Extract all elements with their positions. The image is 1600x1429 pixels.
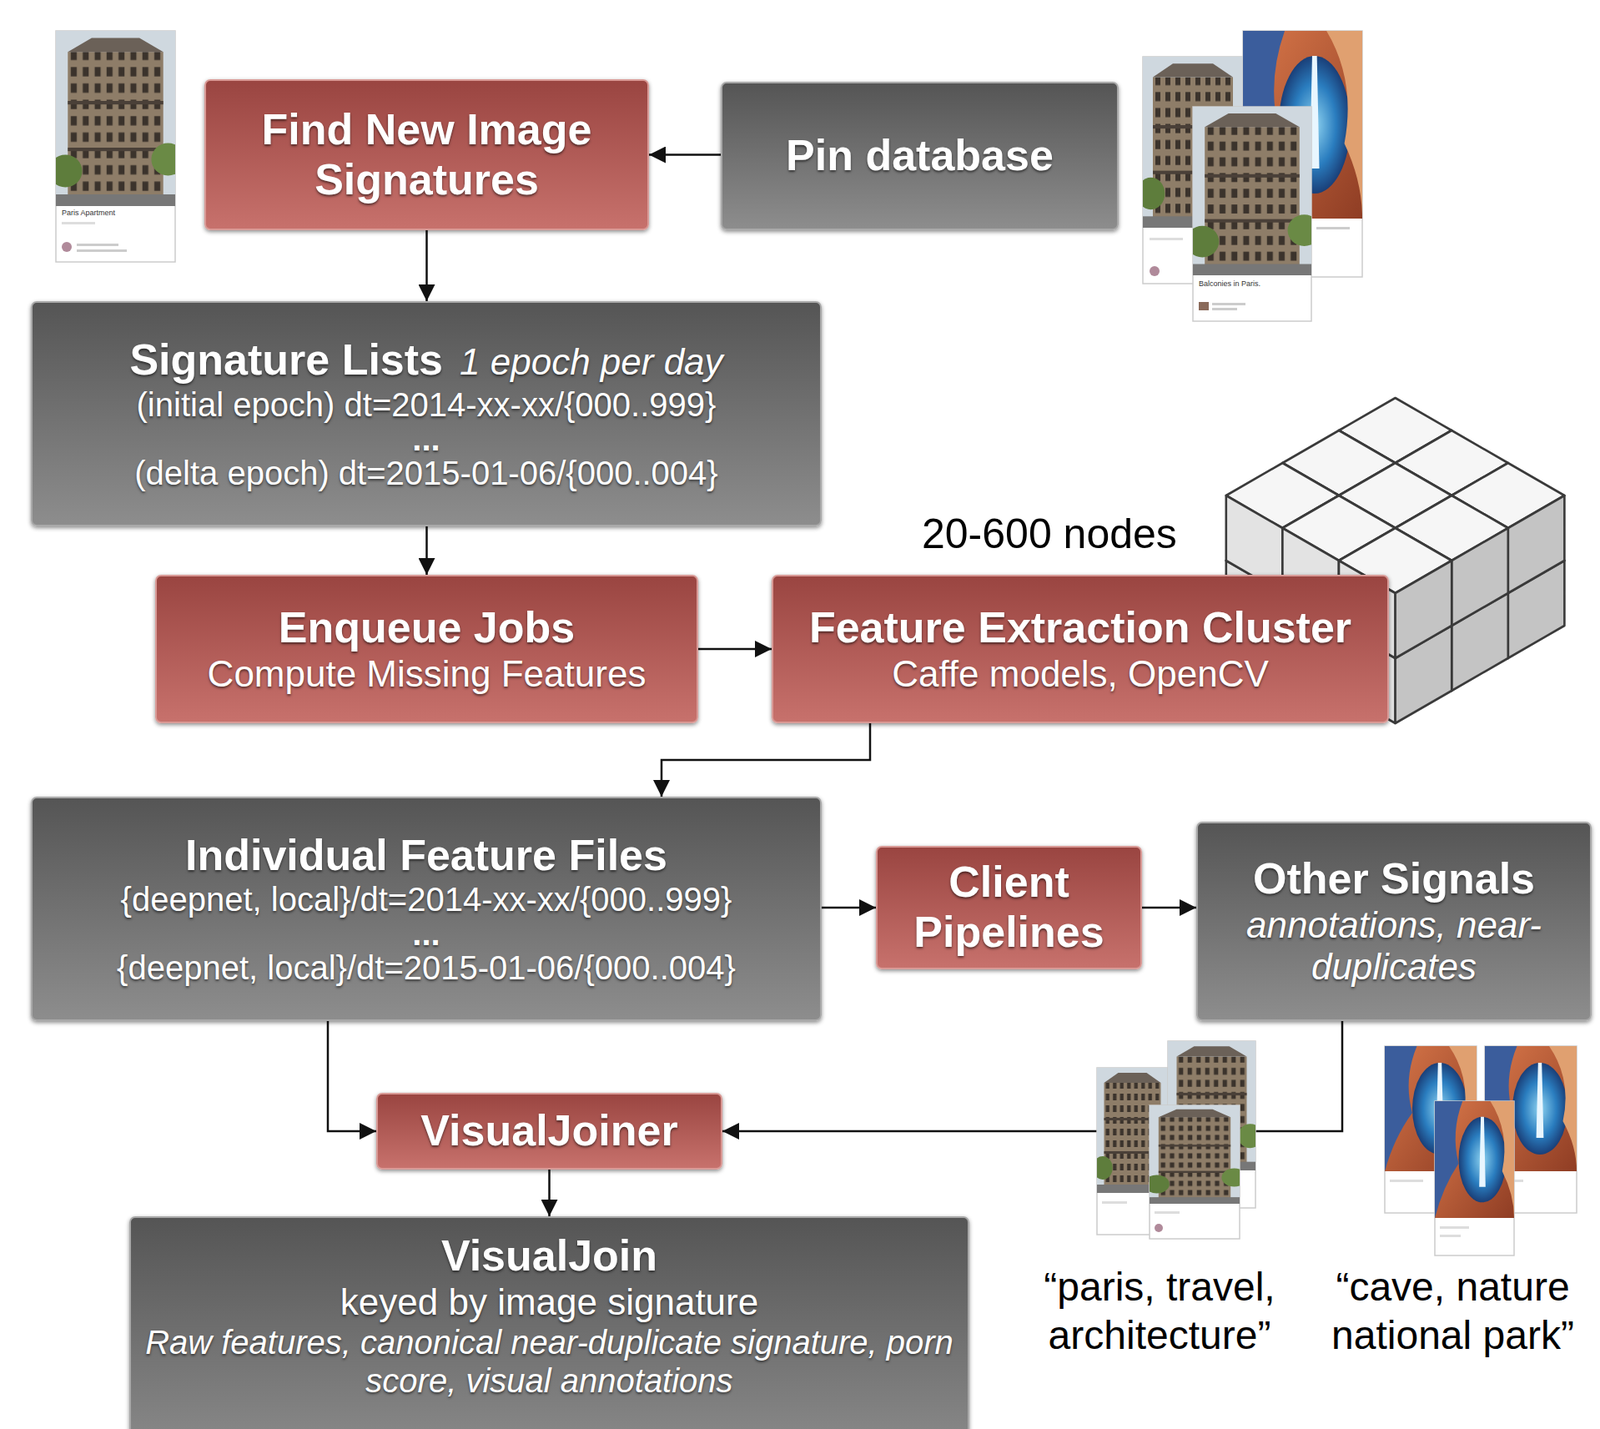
flow-arrow (661, 723, 871, 797)
data-box: Other Signalsannotations, near-duplicate… (1196, 821, 1592, 1022)
process-box: Feature Extraction ClusterCaffe models, … (771, 574, 1389, 724)
text-row: {deepnet, local}/dt=2014-xx-xx/{000..999… (120, 880, 733, 919)
process-box: VisualJoiner (376, 1092, 723, 1170)
flow-arrow (649, 153, 721, 156)
box-text: {deepnet, local}/dt=2015-01-06/{000..004… (116, 948, 736, 987)
box-text: Caffe models, OpenCV (891, 653, 1269, 696)
box-text: Compute Missing Features (207, 653, 647, 696)
box-title: Individual Feature Files (185, 830, 668, 881)
box-text: 1 epoch per day (459, 341, 724, 384)
pin-card-stack (1092, 1041, 1263, 1239)
box-text: ... (412, 423, 440, 454)
pin-caption: Paris Apartment (61, 209, 116, 218)
process-box: Client Pipelines (875, 845, 1143, 970)
text-row: Feature Extraction Cluster (809, 603, 1352, 654)
text-row: Find New Image Signatures (219, 105, 634, 206)
box-title: Signature Lists (129, 335, 443, 386)
text-row: VisualJoin (441, 1231, 658, 1282)
process-box: Find New Image Signatures (204, 79, 650, 231)
box-title: Enqueue Jobs (278, 603, 575, 654)
data-box: Individual Feature Files{deepnet, local}… (30, 796, 822, 1022)
flow-arrow (548, 1169, 551, 1217)
data-box: Pin database (720, 81, 1119, 231)
data-box: VisualJoinkeyed by image signatureRaw fe… (129, 1216, 970, 1429)
text-row: Pin database (785, 130, 1054, 182)
box-text: annotations, near-duplicates (1211, 904, 1577, 989)
text-row: Other Signals (1252, 854, 1535, 905)
text-row: (initial epoch) dt=2014-xx-xx/{000..999} (136, 385, 717, 424)
box-title: Client Pipelines (890, 857, 1128, 958)
text-row: VisualJoiner (420, 1106, 678, 1157)
box-title: Other Signals (1252, 854, 1535, 905)
pin-card-stack (1137, 30, 1363, 322)
text-row: ... (412, 423, 440, 454)
text-row: (delta epoch) dt=2015-01-06/{000..004} (134, 453, 718, 493)
text-row: annotations, near-duplicates (1211, 904, 1577, 989)
text-row: Signature Lists 1 epoch per day (129, 335, 723, 386)
box-text: (initial epoch) dt=2014-xx-xx/{000..999} (136, 385, 717, 424)
text-row: keyed by image signature (340, 1281, 759, 1324)
flow-arrow (698, 648, 772, 651)
data-box: Signature Lists 1 epoch per day(initial e… (30, 301, 822, 527)
text-row: Caffe models, OpenCV (891, 653, 1269, 696)
annotation-label: “cave, nature national park” (1313, 1262, 1592, 1359)
box-title: Pin database (785, 130, 1054, 182)
box-text: {deepnet, local}/dt=2014-xx-xx/{000..999… (120, 880, 733, 919)
annotation-label: “paris, travel, architecture” (1017, 1262, 1302, 1359)
box-text: keyed by image signature (340, 1281, 759, 1324)
box-title: Find New Image Signatures (219, 105, 634, 206)
text-row: Enqueue Jobs (278, 603, 575, 654)
box-text: (delta epoch) dt=2015-01-06/{000..004} (134, 453, 718, 493)
text-row: ... (412, 918, 440, 949)
pin-card-stack (1384, 1046, 1577, 1256)
box-title: Feature Extraction Cluster (809, 603, 1352, 654)
process-box: Enqueue JobsCompute Missing Features (155, 574, 699, 724)
flow-arrow (425, 230, 428, 302)
text-row: Raw features, canonical near-duplicate s… (144, 1323, 955, 1400)
flow-arrow (821, 906, 876, 910)
text-row: {deepnet, local}/dt=2015-01-06/{000..004… (116, 948, 736, 987)
flow-arrow (1142, 906, 1197, 910)
box-text: ... (412, 918, 440, 949)
cluster-size-label: 20-600 nodes (921, 510, 1178, 559)
box-text: Raw features, canonical near-duplicate s… (144, 1323, 955, 1400)
text-row: Compute Missing Features (207, 653, 647, 696)
pin-card (48, 30, 185, 262)
flow-arrow (327, 1021, 377, 1132)
box-title: VisualJoiner (420, 1106, 678, 1157)
box-title: VisualJoin (441, 1231, 658, 1282)
text-row: Client Pipelines (890, 857, 1128, 958)
text-row: Individual Feature Files (185, 830, 668, 881)
flow-arrow (425, 526, 428, 575)
pin-caption: Balconies in Paris. (1198, 280, 1261, 289)
